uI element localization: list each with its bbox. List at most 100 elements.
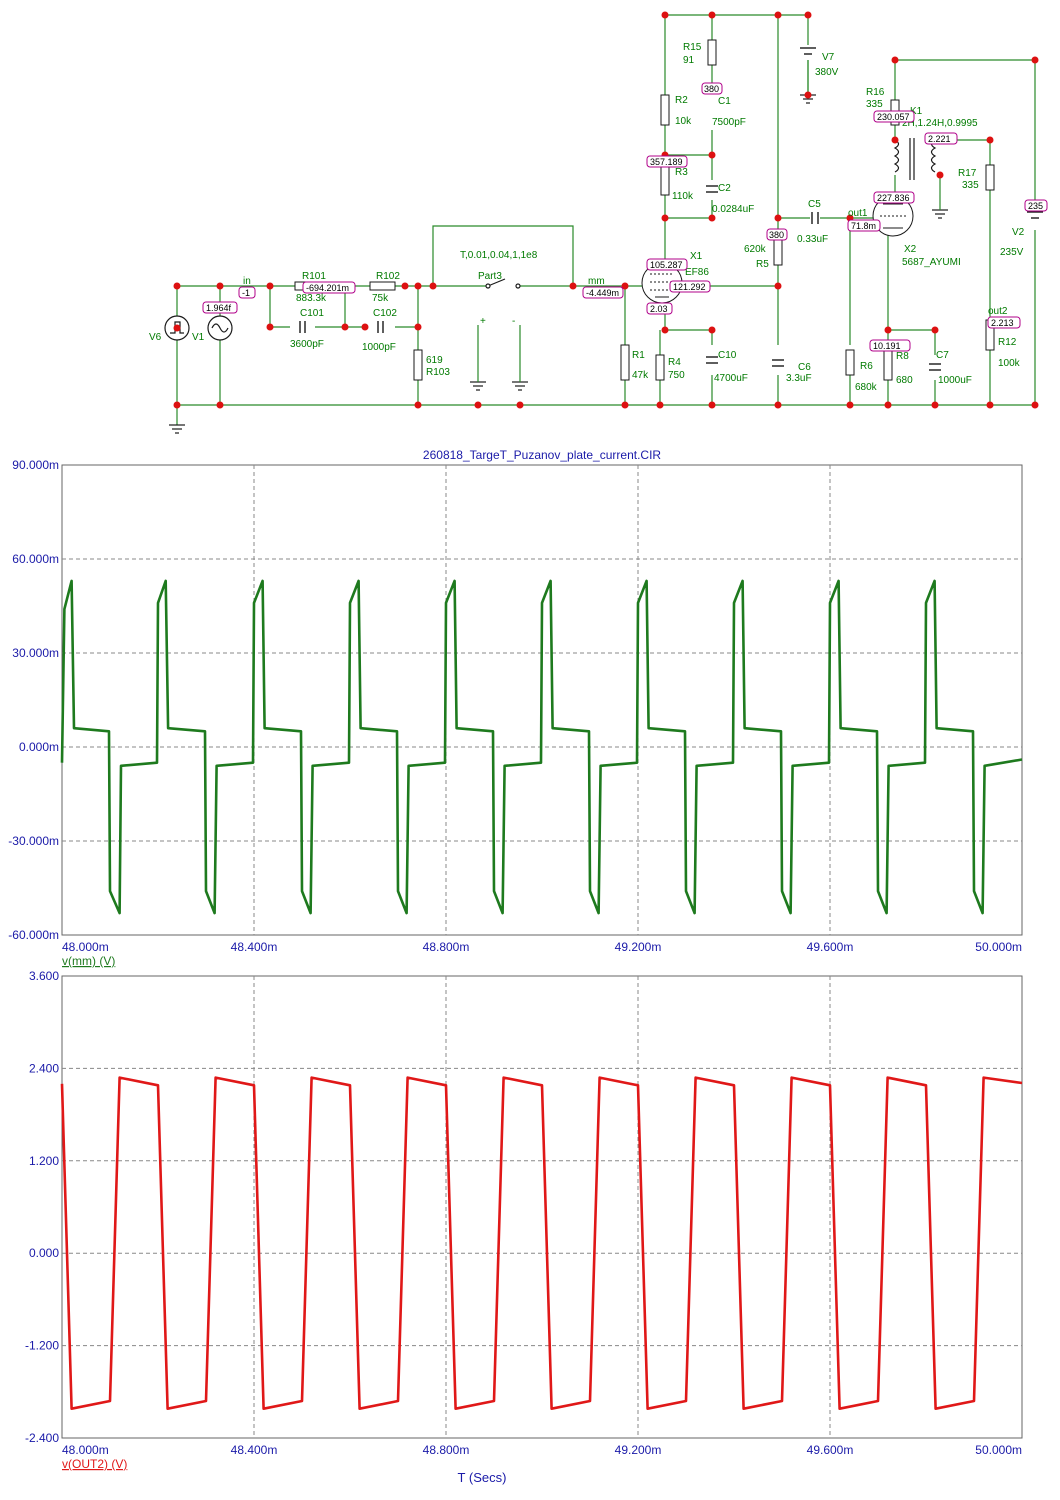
c2-label: C2 [718,183,731,194]
wire-junction [891,136,899,144]
x-tick-label: 49.600m [807,940,854,954]
svg-text:227.836: 227.836 [877,193,910,203]
svg-text:2.03: 2.03 [650,304,668,314]
c10-label: C10 [718,350,737,361]
c7-value: 1000uF [938,375,972,386]
v7-value: 380V [815,67,839,78]
wire-junction [931,326,939,334]
probe-v2: 235 [1024,199,1048,212]
wire-junction [708,11,716,19]
y-tick-label: 0.000m [19,740,59,754]
x-tick-label: 49.600m [807,1443,854,1457]
wire-junction [884,326,892,334]
wire-junction [621,401,629,409]
wire-junction [804,91,812,99]
x-axis-label: T (Secs) [458,1470,507,1485]
wire-junction [266,323,274,331]
part3-label: Part3 [478,271,502,282]
c1-value: 7500pF [712,117,746,128]
r5-label: R5 [756,259,769,270]
r12-value: 100k [998,358,1021,369]
x2-label: X2 [904,244,917,255]
wire-junction [891,56,899,64]
node-out1-label: out1 [848,208,868,219]
svg-text:380: 380 [769,230,784,240]
wire-junction [414,282,422,290]
r17-value: 335 [962,180,979,191]
x1-label: X1 [690,251,703,262]
probe-x1-cathode: 2.03 [646,302,673,315]
svg-text:357.189: 357.189 [650,157,683,167]
probe-x1-screen: 121.292 [669,280,711,293]
svg-text:-694.201m: -694.201m [306,283,349,293]
c101-value: 3600pF [290,339,324,350]
wire-junction [414,323,422,331]
wire-junction [173,282,181,290]
r2-value: 10k [675,116,692,127]
plot-frame [61,975,1023,1439]
wire-junction [474,401,482,409]
probe-r3-node: 357.189 [646,155,688,168]
r103-label: R103 [426,367,450,378]
series-line [60,579,1023,915]
y-tick-label: 2.400 [29,1061,59,1075]
y-tick-label: -30.000m [8,834,59,848]
r103-value: 619 [426,355,443,366]
wire-junction [401,282,409,290]
probe-x2-cathode: 10.191 [869,339,911,352]
c10-value: 4700uF [714,373,748,384]
svg-text:10.191: 10.191 [873,341,901,351]
wire-junction [986,136,994,144]
switch-spec-label: T,0.01,0.04,1,1e8 [460,250,538,261]
v2-value: 235V [1000,247,1024,258]
k1-value: 2H,1.24H,0.9995 [902,118,978,129]
svg-text:380: 380 [704,84,719,94]
r6-label: R6 [860,361,873,372]
wire-junction [774,401,782,409]
c5-value: 0.33uF [797,234,828,245]
r4-value: 750 [668,370,685,381]
ground-symbol [932,209,948,219]
c2-capacitor [706,185,718,193]
wire-junction [1031,56,1039,64]
c102-capacitor [377,321,384,333]
r1-resistor [620,344,630,381]
svg-text:105.287: 105.287 [650,260,683,270]
k1-label: K1 [910,106,923,117]
y-tick-label: 60.000m [12,552,59,566]
wire-junction [884,401,892,409]
x-tick-label: 50.000m [975,940,1022,954]
x1-type: EF86 [685,267,709,278]
r2-resistor [660,94,670,126]
r15-resistor [707,39,717,66]
r5-value: 620k [744,244,767,255]
probe-out2: 2.213 [987,316,1021,329]
r3-resistor [660,164,670,196]
wire-junction [986,401,994,409]
wire-junction [361,323,369,331]
wire-junction [804,11,812,19]
wire-junction [708,401,716,409]
series-legend-label: v(mm) (V) [62,954,115,968]
probe-out1: 71.8m [847,219,881,232]
r8-value: 680 [896,375,913,386]
wire-junction [173,401,181,409]
y-tick-label: 3.600 [29,969,59,983]
wire-junction [661,214,669,222]
x-tick-label: 48.400m [231,1443,278,1457]
x2-type: 5687_AYUMI [902,257,961,268]
wire-junction [516,401,524,409]
x-tick-label: 48.000m [62,940,109,954]
wire-junction [708,214,716,222]
ground-symbol [470,381,486,391]
x-tick-label: 49.200m [615,940,662,954]
r1-label: R1 [632,350,645,361]
wire-junction [216,282,224,290]
series-line [60,1076,1023,1411]
probe-r101: -694.201m [302,281,356,294]
c101-capacitor [299,321,306,333]
k1-transformer [893,138,937,180]
wire-junction [774,214,782,222]
wire-junction [774,282,782,290]
c102-label: C102 [373,308,397,319]
